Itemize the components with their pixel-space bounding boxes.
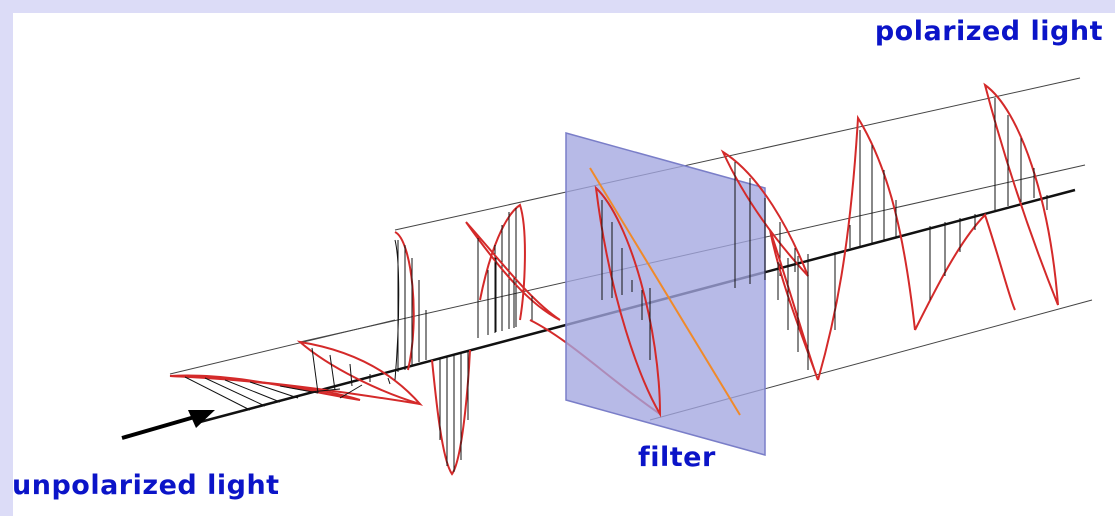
wave-polarized-4 (914, 213, 1016, 331)
unpolarized-light-label: unpolarized light (12, 470, 280, 501)
wave-vertical-down (431, 349, 471, 476)
filter-label: filter (638, 442, 716, 473)
wave-polarized-2 (769, 229, 819, 381)
guide-line-top (394, 77, 1081, 231)
polarized-light-label: polarized light (874, 16, 1103, 47)
wave-in-filter (594, 185, 662, 418)
wave-horizontal-1 (169, 374, 421, 411)
wave-vertical-left (394, 231, 427, 381)
incoming-arrow (121, 410, 215, 440)
diagram-panel (13, 13, 1115, 516)
wave-horizontal-2 (296, 340, 424, 406)
guide-line-left (169, 319, 396, 375)
filter-transmission-axis (589, 167, 741, 416)
filter-plate (565, 132, 766, 456)
wave-polarized-3 (817, 114, 916, 381)
wave-polarized-5 (983, 82, 1059, 306)
